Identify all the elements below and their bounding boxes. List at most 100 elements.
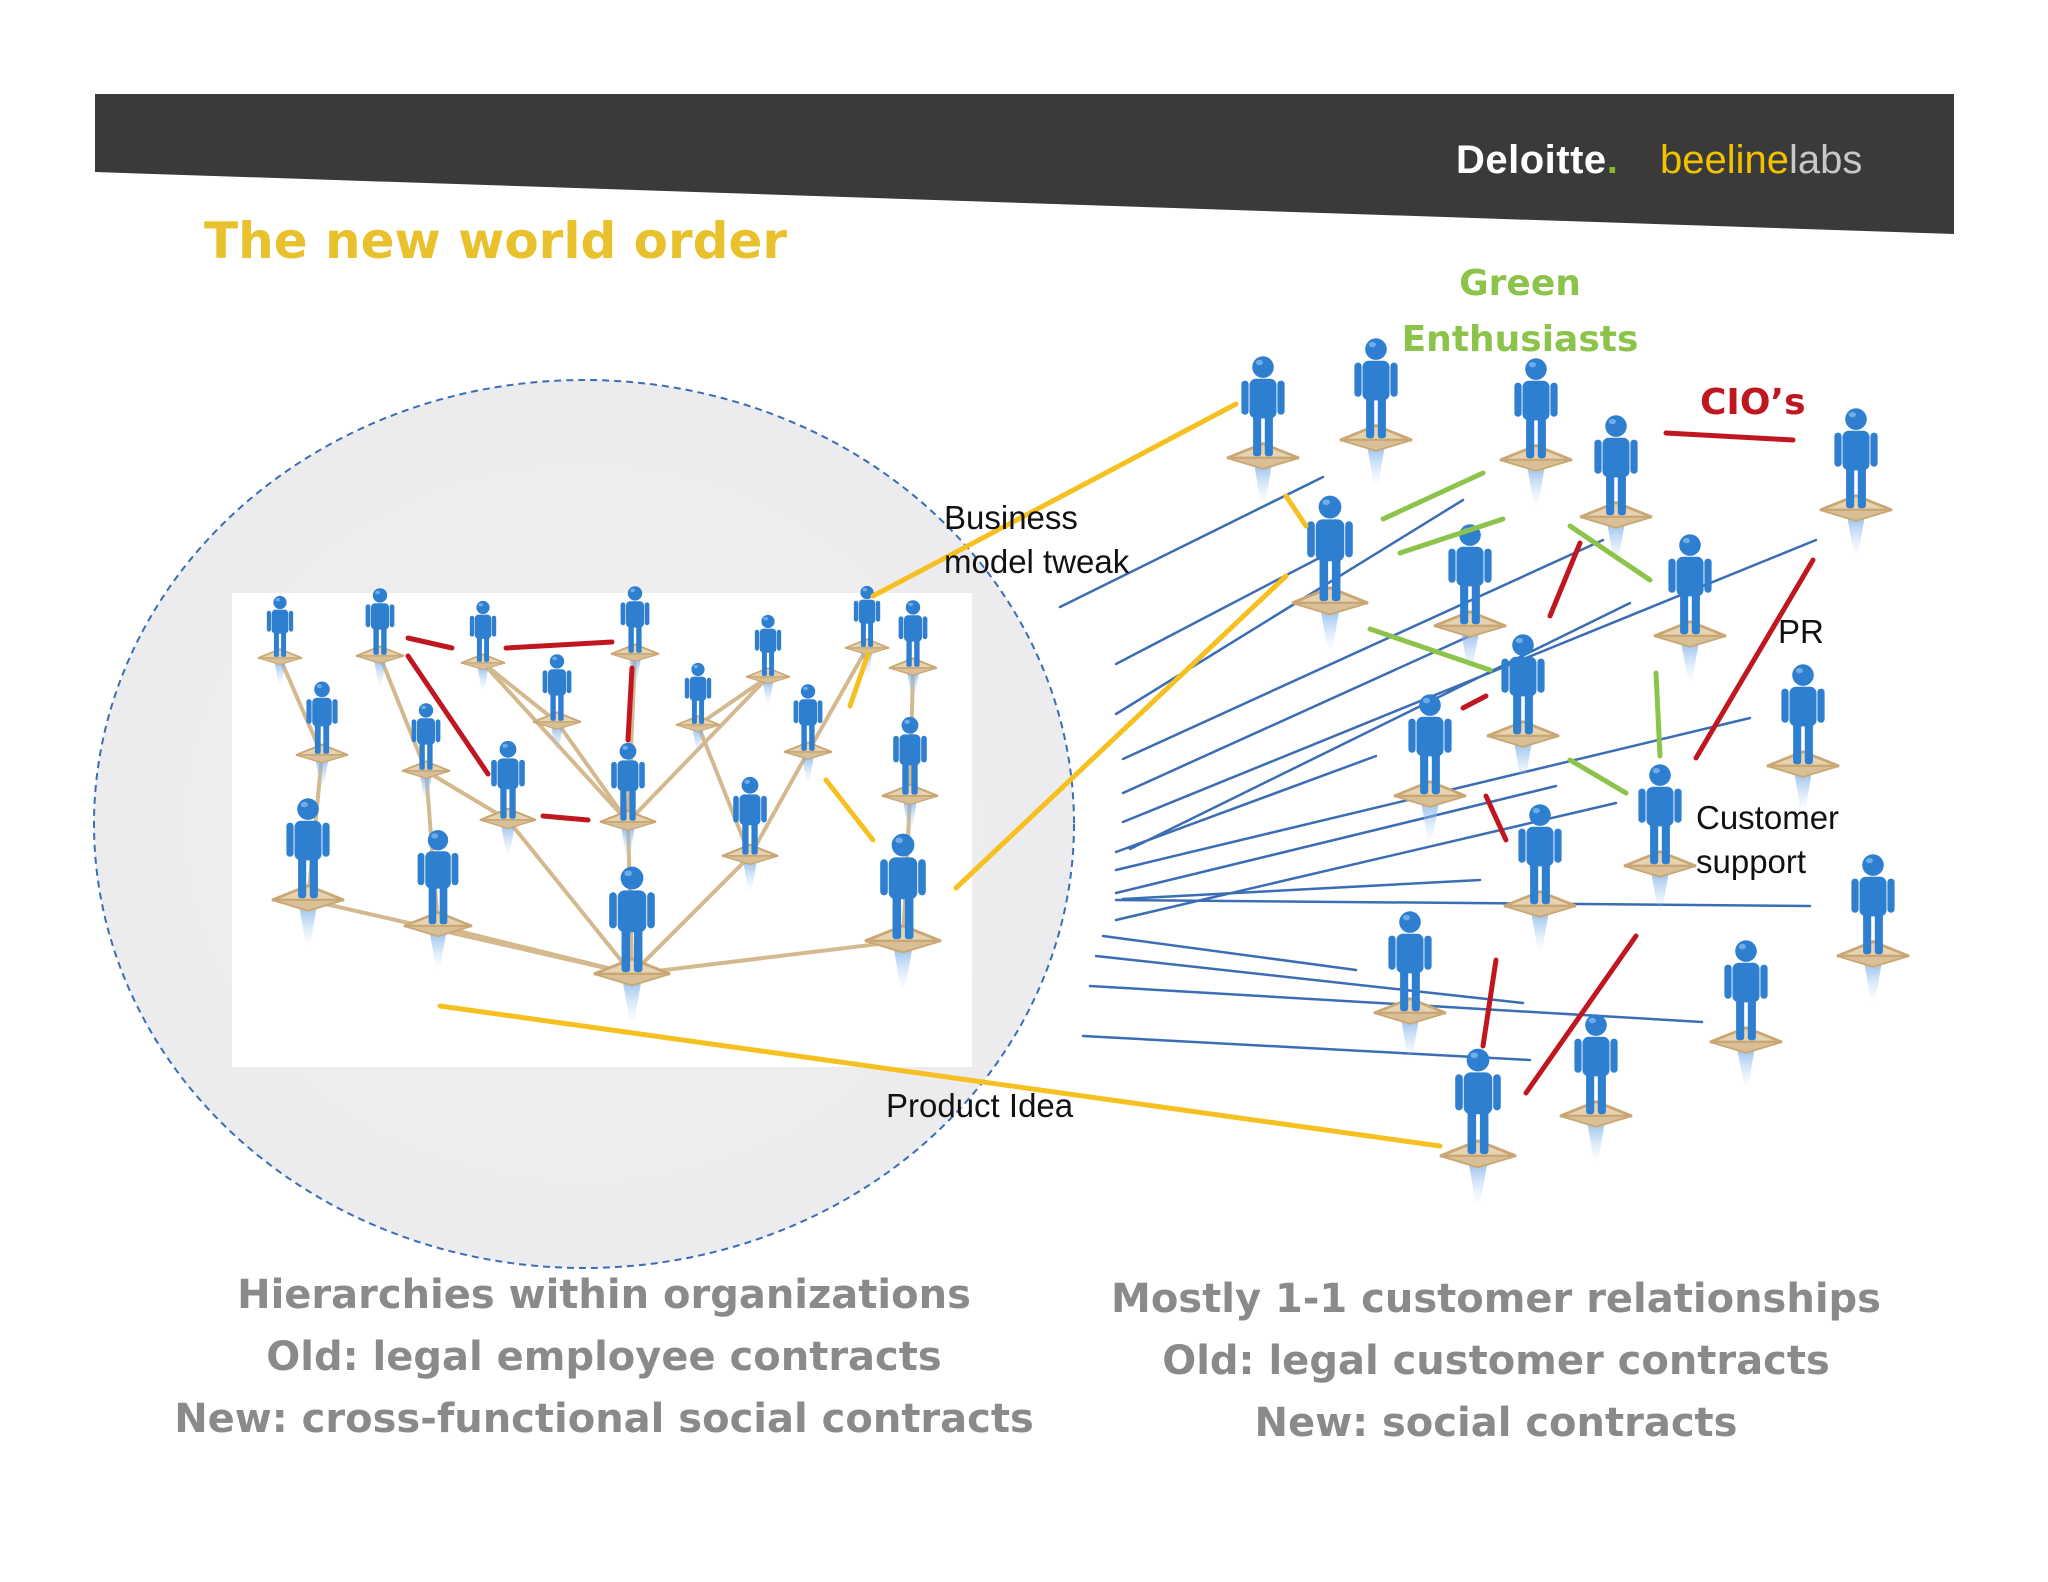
- yellow-link: [953, 573, 1289, 891]
- customer-link: [1114, 554, 1325, 666]
- red-link: [1663, 430, 1796, 443]
- customer-link: [1101, 934, 1358, 972]
- hierarchy-link: [555, 720, 630, 824]
- person-figure-icon: [257, 595, 303, 687]
- customer-link: [1114, 784, 1558, 895]
- person-figure-icon: [1393, 694, 1467, 843]
- right-caption: Mostly 1-1 customer relationships Old: l…: [1111, 1276, 1881, 1446]
- left-caption: Hierarchies within organizations Old: le…: [174, 1272, 1034, 1442]
- person-figure-icon: [1499, 358, 1573, 507]
- green-link: [1567, 757, 1629, 796]
- people: [257, 338, 1910, 1206]
- customer-link: [1121, 538, 1605, 761]
- yellow-link: [847, 651, 871, 709]
- deloitte-logo: Deloitte.: [1456, 138, 1619, 182]
- person-figure-icon: [401, 703, 451, 803]
- person-figure-icon: [1819, 408, 1893, 557]
- yellow-link: [870, 401, 1239, 599]
- red-link: [1523, 933, 1639, 1096]
- person-figure-icon: [1623, 764, 1697, 913]
- person-figure-icon: [593, 866, 671, 1024]
- person-figure-icon: [1433, 524, 1507, 673]
- red-link: [503, 639, 615, 651]
- customer-link: [1114, 754, 1378, 854]
- green-link: [1380, 470, 1486, 522]
- customer-support-label: Customer support: [1696, 799, 1840, 880]
- person-figure-icon: [295, 681, 349, 789]
- customer-link: [1081, 1034, 1532, 1062]
- customer-link: [1114, 498, 1465, 716]
- product-idea-label: Product Idea: [886, 1087, 1074, 1124]
- beelinelabs-logo: beelinelabs: [1660, 138, 1863, 182]
- hierarchy-link: [630, 854, 752, 976]
- hierarchy-link: [696, 675, 770, 727]
- red-link: [405, 635, 455, 651]
- person-figure-icon: [271, 798, 345, 947]
- green-link: [1367, 626, 1493, 673]
- green-link: [1397, 516, 1506, 556]
- person-figure-icon: [1291, 495, 1369, 653]
- person-figure-icon: [355, 588, 405, 688]
- hierarchy-link: [748, 750, 810, 858]
- pr-label: PR: [1778, 613, 1824, 650]
- hierarchy-link: [481, 661, 559, 724]
- hierarchy-link: [806, 646, 869, 754]
- person-figure-icon: [1373, 911, 1447, 1060]
- green-enthusiasts-label: Green Enthusiasts: [1401, 263, 1639, 360]
- person-figure-icon: [1559, 1014, 1633, 1163]
- red-link: [1547, 540, 1583, 619]
- person-figure-icon: [479, 740, 537, 857]
- hierarchy-link: [696, 723, 752, 858]
- red-link: [1693, 557, 1816, 761]
- page-title: The new world order: [204, 212, 788, 270]
- hierarchy-link: [436, 924, 634, 976]
- person-figure-icon: [1836, 854, 1910, 1003]
- customer-link: [1121, 878, 1482, 901]
- green-links: [1367, 470, 1663, 796]
- business-model-tweak-label: Business model tweak: [944, 499, 1130, 580]
- hierarchy-link: [378, 654, 428, 773]
- yellow-link: [823, 777, 876, 843]
- cios-label: CIO’s: [1700, 382, 1806, 423]
- person-figure-icon: [1226, 356, 1300, 505]
- yellow-links: [437, 401, 1443, 1149]
- green-link: [1567, 523, 1653, 583]
- person-figure-icon: [1709, 940, 1783, 1089]
- person-figure-icon: [1503, 804, 1577, 953]
- person-figure-icon: [1439, 1048, 1517, 1206]
- person-figure-icon: [675, 662, 721, 754]
- person-figure-icon: [610, 586, 660, 686]
- person-figure-icon: [881, 716, 939, 833]
- red-links: [405, 430, 1816, 1096]
- person-figure-icon: [745, 614, 791, 706]
- person-figure-icon: [783, 684, 833, 784]
- green-link: [1653, 670, 1663, 759]
- customer-link: [1058, 475, 1325, 609]
- person-figure-icon: [864, 833, 942, 991]
- person-figure-icon: [1653, 534, 1727, 683]
- customer-link: [1094, 954, 1525, 1005]
- header-band: [95, 94, 1954, 234]
- hierarchy-link: [630, 939, 905, 976]
- person-figure-icon: [532, 654, 582, 754]
- hierarchy-link: [506, 818, 634, 976]
- red-link: [1483, 793, 1509, 843]
- person-figure-icon: [1579, 415, 1653, 564]
- person-figure-icon: [721, 776, 779, 893]
- hierarchy-link: [424, 769, 510, 822]
- yellow-link: [437, 1003, 1443, 1149]
- red-link: [625, 665, 635, 743]
- person-figure-icon: [1766, 664, 1840, 813]
- person-figure-icon: [888, 600, 938, 700]
- person-figure-icon: [460, 600, 506, 692]
- customer-link: [1114, 898, 1812, 908]
- yellow-link: [1283, 493, 1309, 529]
- person-figure-icon: [1339, 338, 1413, 487]
- red-link: [1460, 693, 1489, 711]
- red-link: [405, 653, 491, 777]
- person-figure-icon: [403, 829, 473, 971]
- red-link: [1480, 957, 1499, 1049]
- red-link: [540, 813, 591, 823]
